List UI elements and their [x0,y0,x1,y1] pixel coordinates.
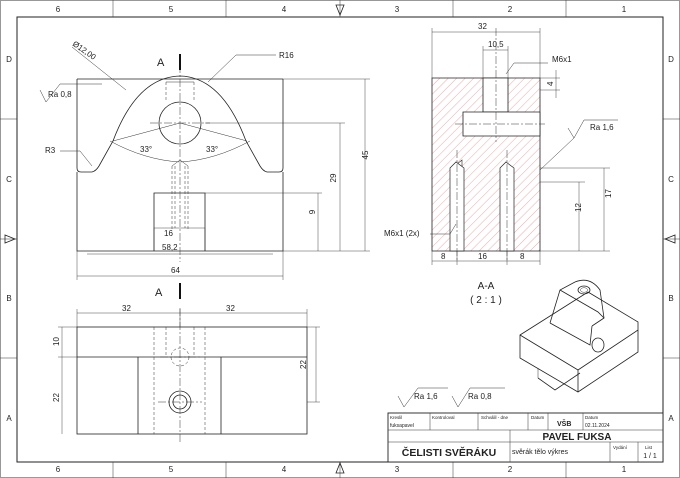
dim-height-29: 29 [329,173,338,182]
zone-col-1-top: 1 [622,5,627,14]
top-dim-10: 10 [52,337,61,346]
section-dim-32: 32 [478,22,487,31]
zone-col-5-top: 5 [169,5,174,14]
surface-symbols: Ra 1,6 Ra 0,8 [397,387,505,408]
section-view-a-a: 32 10,5 M6x1 4 Ra 1,6 17 12 M6x1 (2x) 8 … [384,22,618,306]
tb-header-list: List [645,445,653,450]
radius-fillet-label: R3 [45,146,56,155]
zone-col-2-top: 2 [508,5,513,14]
zone-row-b-left: B [6,294,11,303]
zone-col-6-top: 6 [56,5,61,14]
diameter-label: Ø12,00 [71,39,98,62]
zone-row-a-right: A [668,414,674,423]
zone-row-c-left: C [6,175,12,184]
tb-description: svěrák tělo výkres [512,449,569,456]
zone-row-b-right: B [668,294,673,303]
surface-symbol-right: Ra 0,8 [468,392,492,401]
section-letter-top: A [157,57,165,69]
tb-sheet-number: 1 / 1 [643,453,657,460]
top-dim-22-left: 22 [52,393,61,402]
top-dim-left-32: 32 [122,304,131,313]
section-scale: ( 2 : 1 ) [470,295,502,306]
thread-top-label: M6x1 [552,55,572,64]
angle-right-label: 33° [206,145,218,154]
dim-slot-16: 16 [164,229,173,238]
tb-header-kontroloval: Kontroloval [432,415,455,420]
zone-col-3-top: 3 [395,5,400,14]
section-dim-right-8: 8 [520,252,525,261]
tb-header-datum1: Datum [531,415,545,420]
surface-symbol-left: Ra 1,6 [414,392,438,401]
thread-bottom-label: M6x1 (2x) [384,229,420,238]
zone-col-6-bottom: 6 [56,465,61,474]
section-dim-left-8: 8 [441,252,446,261]
dim-base-58: 58,2 [162,243,178,252]
zone-row-a-left: A [6,414,12,423]
tb-header-kreslil: Kreslil [390,415,402,420]
angle-left-label: 33° [140,145,152,154]
zone-row-d-left: D [6,55,12,64]
tb-author: PAVEL FUKSA [543,432,612,443]
front-roughness-label: Ra 0,8 [48,90,72,99]
zone-row-d-right: D [668,55,674,64]
top-dim-22-right: 22 [299,360,308,369]
tb-organization: VŠB [557,419,571,428]
section-dim-slot: 10,5 [488,40,504,49]
tb-header-vydani: Vydání [613,445,628,450]
section-roughness-label: Ra 1,6 [590,123,614,132]
zone-col-2-bottom: 2 [508,465,513,474]
top-view: 32 32 10 22 22 [52,304,320,444]
zone-col-1-bottom: 1 [622,465,627,474]
section-dim-middle-16: 16 [478,252,487,261]
zone-row-c-right: C [668,175,674,184]
zone-col-3-bottom: 3 [395,465,400,474]
section-dim-17: 17 [604,189,613,198]
radius-top-label: R16 [279,51,294,60]
zone-col-4-bottom: 4 [282,465,287,474]
section-dim-4: 4 [546,81,555,86]
section-title: A-A [478,281,495,292]
section-dim-12: 12 [574,203,583,212]
zone-col-4-top: 4 [282,5,287,14]
top-dim-right-32: 32 [226,304,235,313]
dim-height-total: 45 [361,150,370,159]
tb-header-schvalil: Schválil - dne [481,415,509,420]
section-letter-bottom: A [155,287,163,299]
title-block: Kreslil Kontroloval Schválil - dne Datum… [387,412,664,463]
dim-height-9: 9 [308,209,317,214]
zone-col-5-bottom: 5 [169,465,174,474]
isometric-view [519,279,639,393]
tb-header-datum2: Datum [585,415,599,420]
tb-kreslil-value: fuksapavel [390,423,414,429]
front-view: A A Ø12,00 R16 R3 Ra 0,8 33° 33° 45 29 9… [39,39,370,299]
tb-date: 02.11.2024 [585,423,610,429]
tb-part-name: ČELISTI SVĚRÁKU [402,446,497,459]
dim-width-64: 64 [171,266,180,275]
